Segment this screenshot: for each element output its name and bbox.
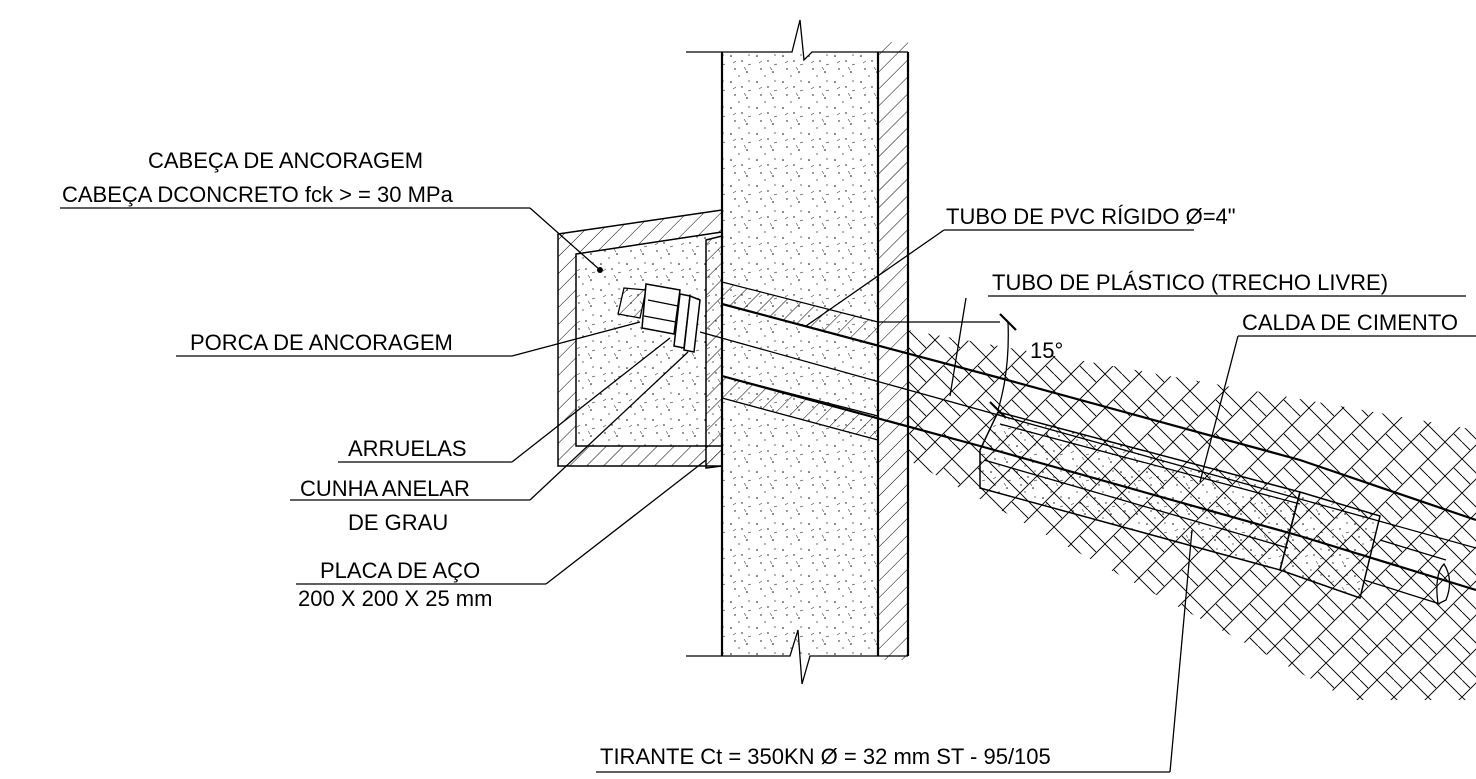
steel-plate xyxy=(705,235,723,469)
label-tirante: TIRANTE Ct = 350KN Ø = 32 mm ST - 95/105 xyxy=(600,744,1051,769)
label-placa-1: PLACA DE AÇO xyxy=(320,558,480,583)
concrete-wall xyxy=(686,19,910,685)
label-cunha-2: DE GRAU xyxy=(348,510,448,535)
cement-grout-section xyxy=(979,411,1451,605)
label-tubo-pvc: TUBO DE PVC RÍGIDO Ø=4" xyxy=(946,204,1236,229)
label-porca: PORCA DE ANCORAGEM xyxy=(190,330,453,355)
label-angle: 15° xyxy=(1030,338,1063,363)
label-arruelas: ARRUELAS xyxy=(348,436,467,461)
soil-hatch-vertical xyxy=(878,42,908,660)
anchor-nut xyxy=(617,283,681,335)
leader-lines xyxy=(60,207,1476,773)
label-placa-2: 200 X 200 X 25 mm xyxy=(298,586,492,611)
washers xyxy=(673,293,701,353)
label-cunha-1: CUNHA ANELAR xyxy=(300,476,470,501)
label-calda: CALDA DE CIMENTO xyxy=(1242,310,1458,335)
angle-dimension xyxy=(989,313,1017,419)
anchor-head-block xyxy=(557,209,723,467)
label-cabeca-ancoragem: CABEÇA DE ANCORAGEM xyxy=(148,148,423,173)
label-tubo-plastico: TUBO DE PLÁSTICO (TRECHO LIVRE) xyxy=(992,270,1388,295)
label-cabeca-concreto: CABEÇA DCONCRETO fck > = 30 MPa xyxy=(62,182,454,207)
